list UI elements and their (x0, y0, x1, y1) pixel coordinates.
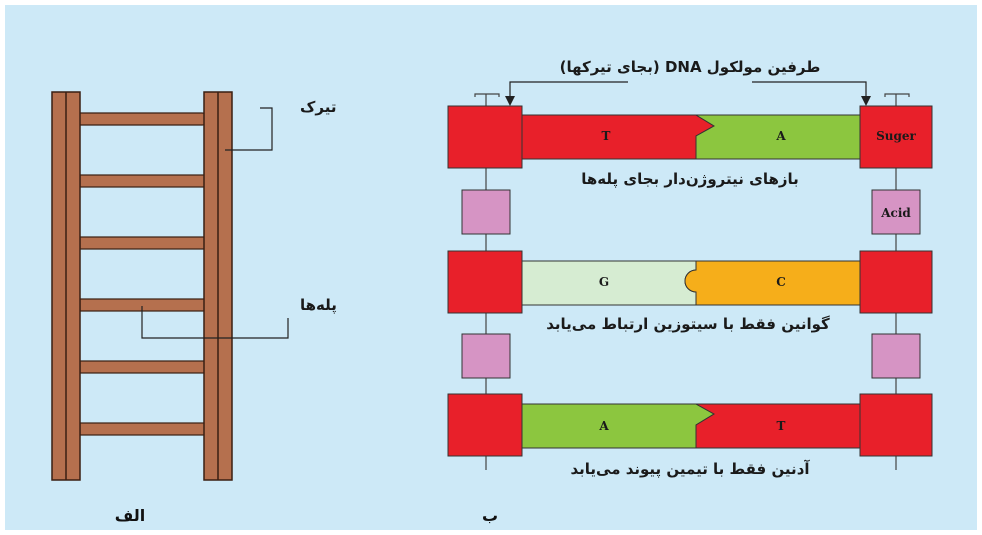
dna-caption: ب (482, 506, 498, 525)
base-t-row3: T (777, 419, 786, 433)
row2-note: گوانین فقط با سیتوزین ارتباط می‌یابد (546, 315, 830, 333)
rungs-label: پله‌ها (300, 296, 337, 315)
dna-rung-2 (447, 250, 933, 314)
ladder-rung (79, 360, 209, 374)
row3-note: آدنین فقط با تیمین پیوند می‌یابد (570, 460, 810, 479)
ladder-rung (79, 298, 209, 312)
ladder-rung (69, 112, 209, 126)
base-a-row1: A (775, 129, 786, 143)
base-t-row1: T (602, 129, 611, 143)
dna-sides-label: طرفین مولکول DNA (بجای تیرکها) (560, 58, 821, 76)
rail-label: تیرک (300, 98, 336, 116)
sugar-label: Suger (876, 129, 916, 143)
row1-note: بازهای نیتروژن‌دار بجای پله‌ها (581, 170, 799, 189)
ladder-caption: الف (115, 506, 146, 525)
diagram-panel: تیرک پله‌ها الف طرفین مولکول DNA (بجای ت… (5, 5, 977, 530)
ladder-figure: تیرک پله‌ها الف (51, 91, 337, 525)
dna-rung-3 (447, 393, 933, 457)
dna-rung-1 (447, 105, 933, 169)
dna-ladder-diagram: تیرک پله‌ها الف طرفین مولکول DNA (بجای ت… (51, 58, 933, 525)
ladder-rail-right (203, 91, 233, 481)
ladder-rail-left (51, 91, 81, 481)
phosphate-left-1 (461, 189, 511, 235)
ladder-rung (79, 422, 209, 436)
phosphate-right-1 (871, 189, 921, 235)
acid-label: Acid (880, 206, 911, 220)
phosphate-right-2 (871, 333, 921, 379)
base-c-row2: C (776, 275, 786, 289)
ladder-rung (79, 236, 209, 250)
dna-figure: طرفین مولکول DNA (بجای تیرکها) T A Suger… (447, 58, 933, 525)
ladder-rung (79, 174, 209, 188)
base-a-row3: A (598, 419, 609, 433)
phosphate-left-2 (461, 333, 511, 379)
base-g-row2: G (599, 275, 609, 289)
